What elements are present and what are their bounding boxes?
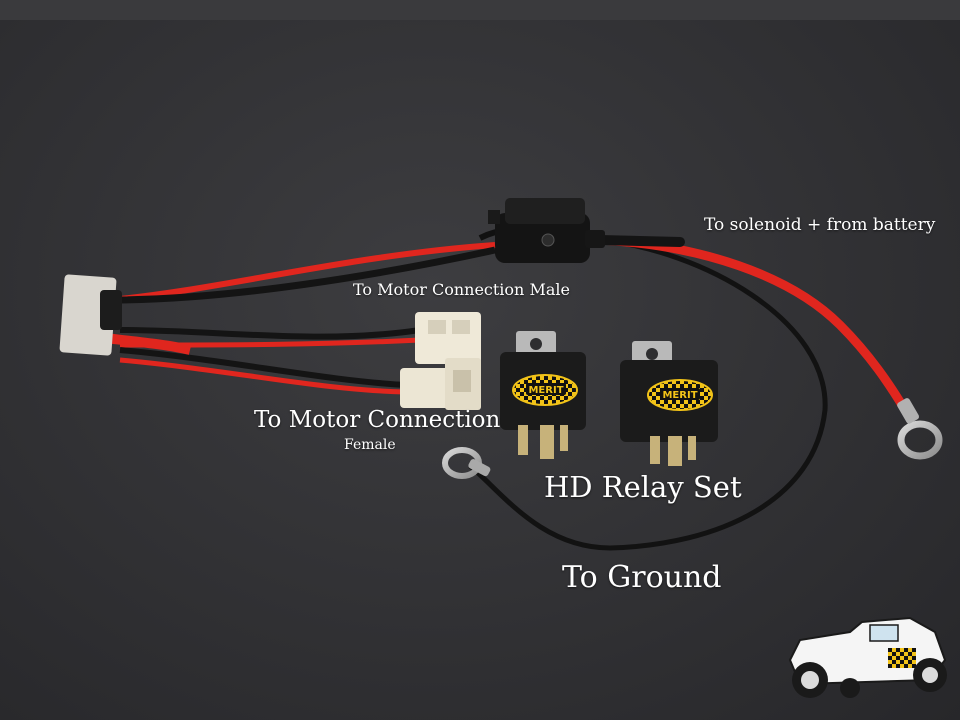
motor-connector-female — [400, 358, 481, 410]
caption-to-solenoid: To solenoid + from battery — [704, 215, 936, 235]
backdrop-edge — [0, 0, 960, 20]
harness-red-wire-upper — [109, 242, 496, 303]
relay-logo-2: MERIT — [662, 390, 697, 401]
solenoid-ring-terminal — [897, 398, 943, 460]
inline-fuse-holder — [478, 198, 605, 263]
caption-female-sublabel: Female — [344, 437, 396, 453]
harness-black-wire-female — [119, 347, 406, 388]
ground-ring-terminal — [442, 447, 491, 479]
solenoid-wire-sleeve — [595, 235, 685, 247]
relay-1: MERIT — [500, 331, 586, 459]
harness-black-wire-male — [119, 327, 421, 340]
relay-logo-1: MERIT — [528, 385, 563, 396]
caption-motor-connection-female: To Motor Connection — [254, 407, 501, 433]
caption-hd-relay-set: HD Relay Set — [544, 470, 742, 504]
harness-black-wire-upper — [109, 246, 496, 304]
harness-connector-block — [59, 274, 122, 356]
motor-connector-male — [415, 312, 481, 364]
hot-rod-car-logo — [788, 616, 947, 698]
solenoid-wire — [595, 235, 910, 415]
caption-motor-connection-male: To Motor Connection Male — [353, 280, 570, 299]
caption-to-ground: To Ground — [562, 560, 722, 595]
ground-wire — [468, 237, 828, 551]
harness-heat-shrink — [104, 333, 192, 355]
relay-2: MERIT — [620, 341, 718, 466]
harness-red-wire-female — [119, 357, 406, 395]
